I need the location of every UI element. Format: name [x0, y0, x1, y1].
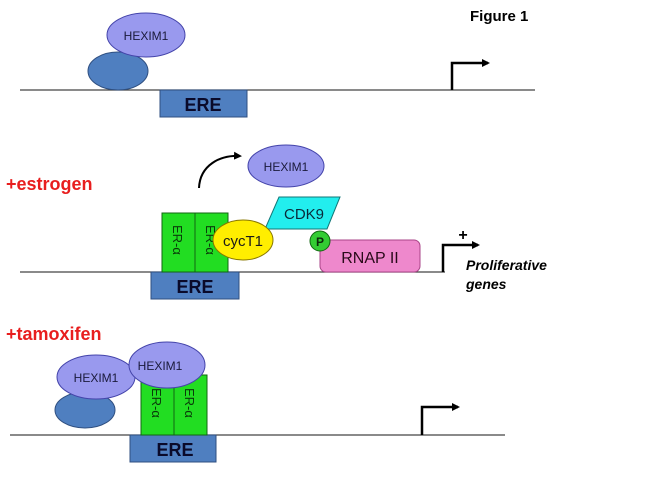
figure-title: Figure 1 [470, 8, 528, 25]
rnap-ii-label: RNAP II [341, 250, 399, 267]
activation-plus: + [458, 227, 467, 244]
ere-label: ERE [156, 440, 193, 460]
phosphate-label: P [316, 235, 324, 249]
panel-estrogen: +estrogen ERE ER-α ER-α CDK9 cycT1 RNAP … [6, 144, 547, 300]
tss-arrow-icon [450, 59, 490, 90]
hexim1-label: HEXIM1 [74, 371, 119, 385]
cyct1-label: cycT1 [223, 233, 263, 250]
phosphate-circle [309, 230, 331, 252]
condition-tamoxifen: +tamoxifen [6, 324, 102, 344]
hexim1-label: HEXIM1 [264, 160, 309, 174]
hexim1-label: HEXIM1 [124, 29, 169, 43]
cdk9-label: CDK9 [284, 206, 324, 223]
hexim1-label: HEXIM1 [138, 359, 183, 373]
er-alpha-1 [161, 212, 196, 273]
er-alpha-2-label: ER-α [182, 388, 197, 418]
ere-box [150, 271, 240, 300]
panel-tamoxifen: +tamoxifen ERE ER-α ER-α HEXIM1 HEXIM1 [6, 324, 505, 463]
ere-label: ERE [176, 277, 213, 297]
tss-arrow-icon [441, 241, 480, 272]
er-alpha-2-label: ER-α [203, 225, 218, 255]
panel-basal: ERE HEXIM1 [20, 12, 535, 118]
release-arrow-icon [198, 151, 242, 189]
ere-label: ERE [184, 95, 221, 115]
hexim1-protein [247, 144, 325, 188]
cdk9-protein [264, 196, 341, 230]
er-alpha-1-label: ER-α [170, 225, 185, 255]
cyct1-protein [212, 219, 274, 261]
er-alpha-1-label: ER-α [149, 388, 164, 418]
hexim1-protein [106, 12, 186, 58]
blue-protein [87, 51, 149, 91]
genes-label-line2: genes [465, 276, 507, 292]
genes-label-line1: Proliferative [466, 257, 547, 273]
rnap-ii-protein [319, 239, 421, 273]
ere-box [159, 89, 248, 118]
condition-estrogen: +estrogen [6, 174, 93, 194]
tss-arrow-icon [420, 403, 460, 435]
hexim1-protein [128, 341, 206, 389]
